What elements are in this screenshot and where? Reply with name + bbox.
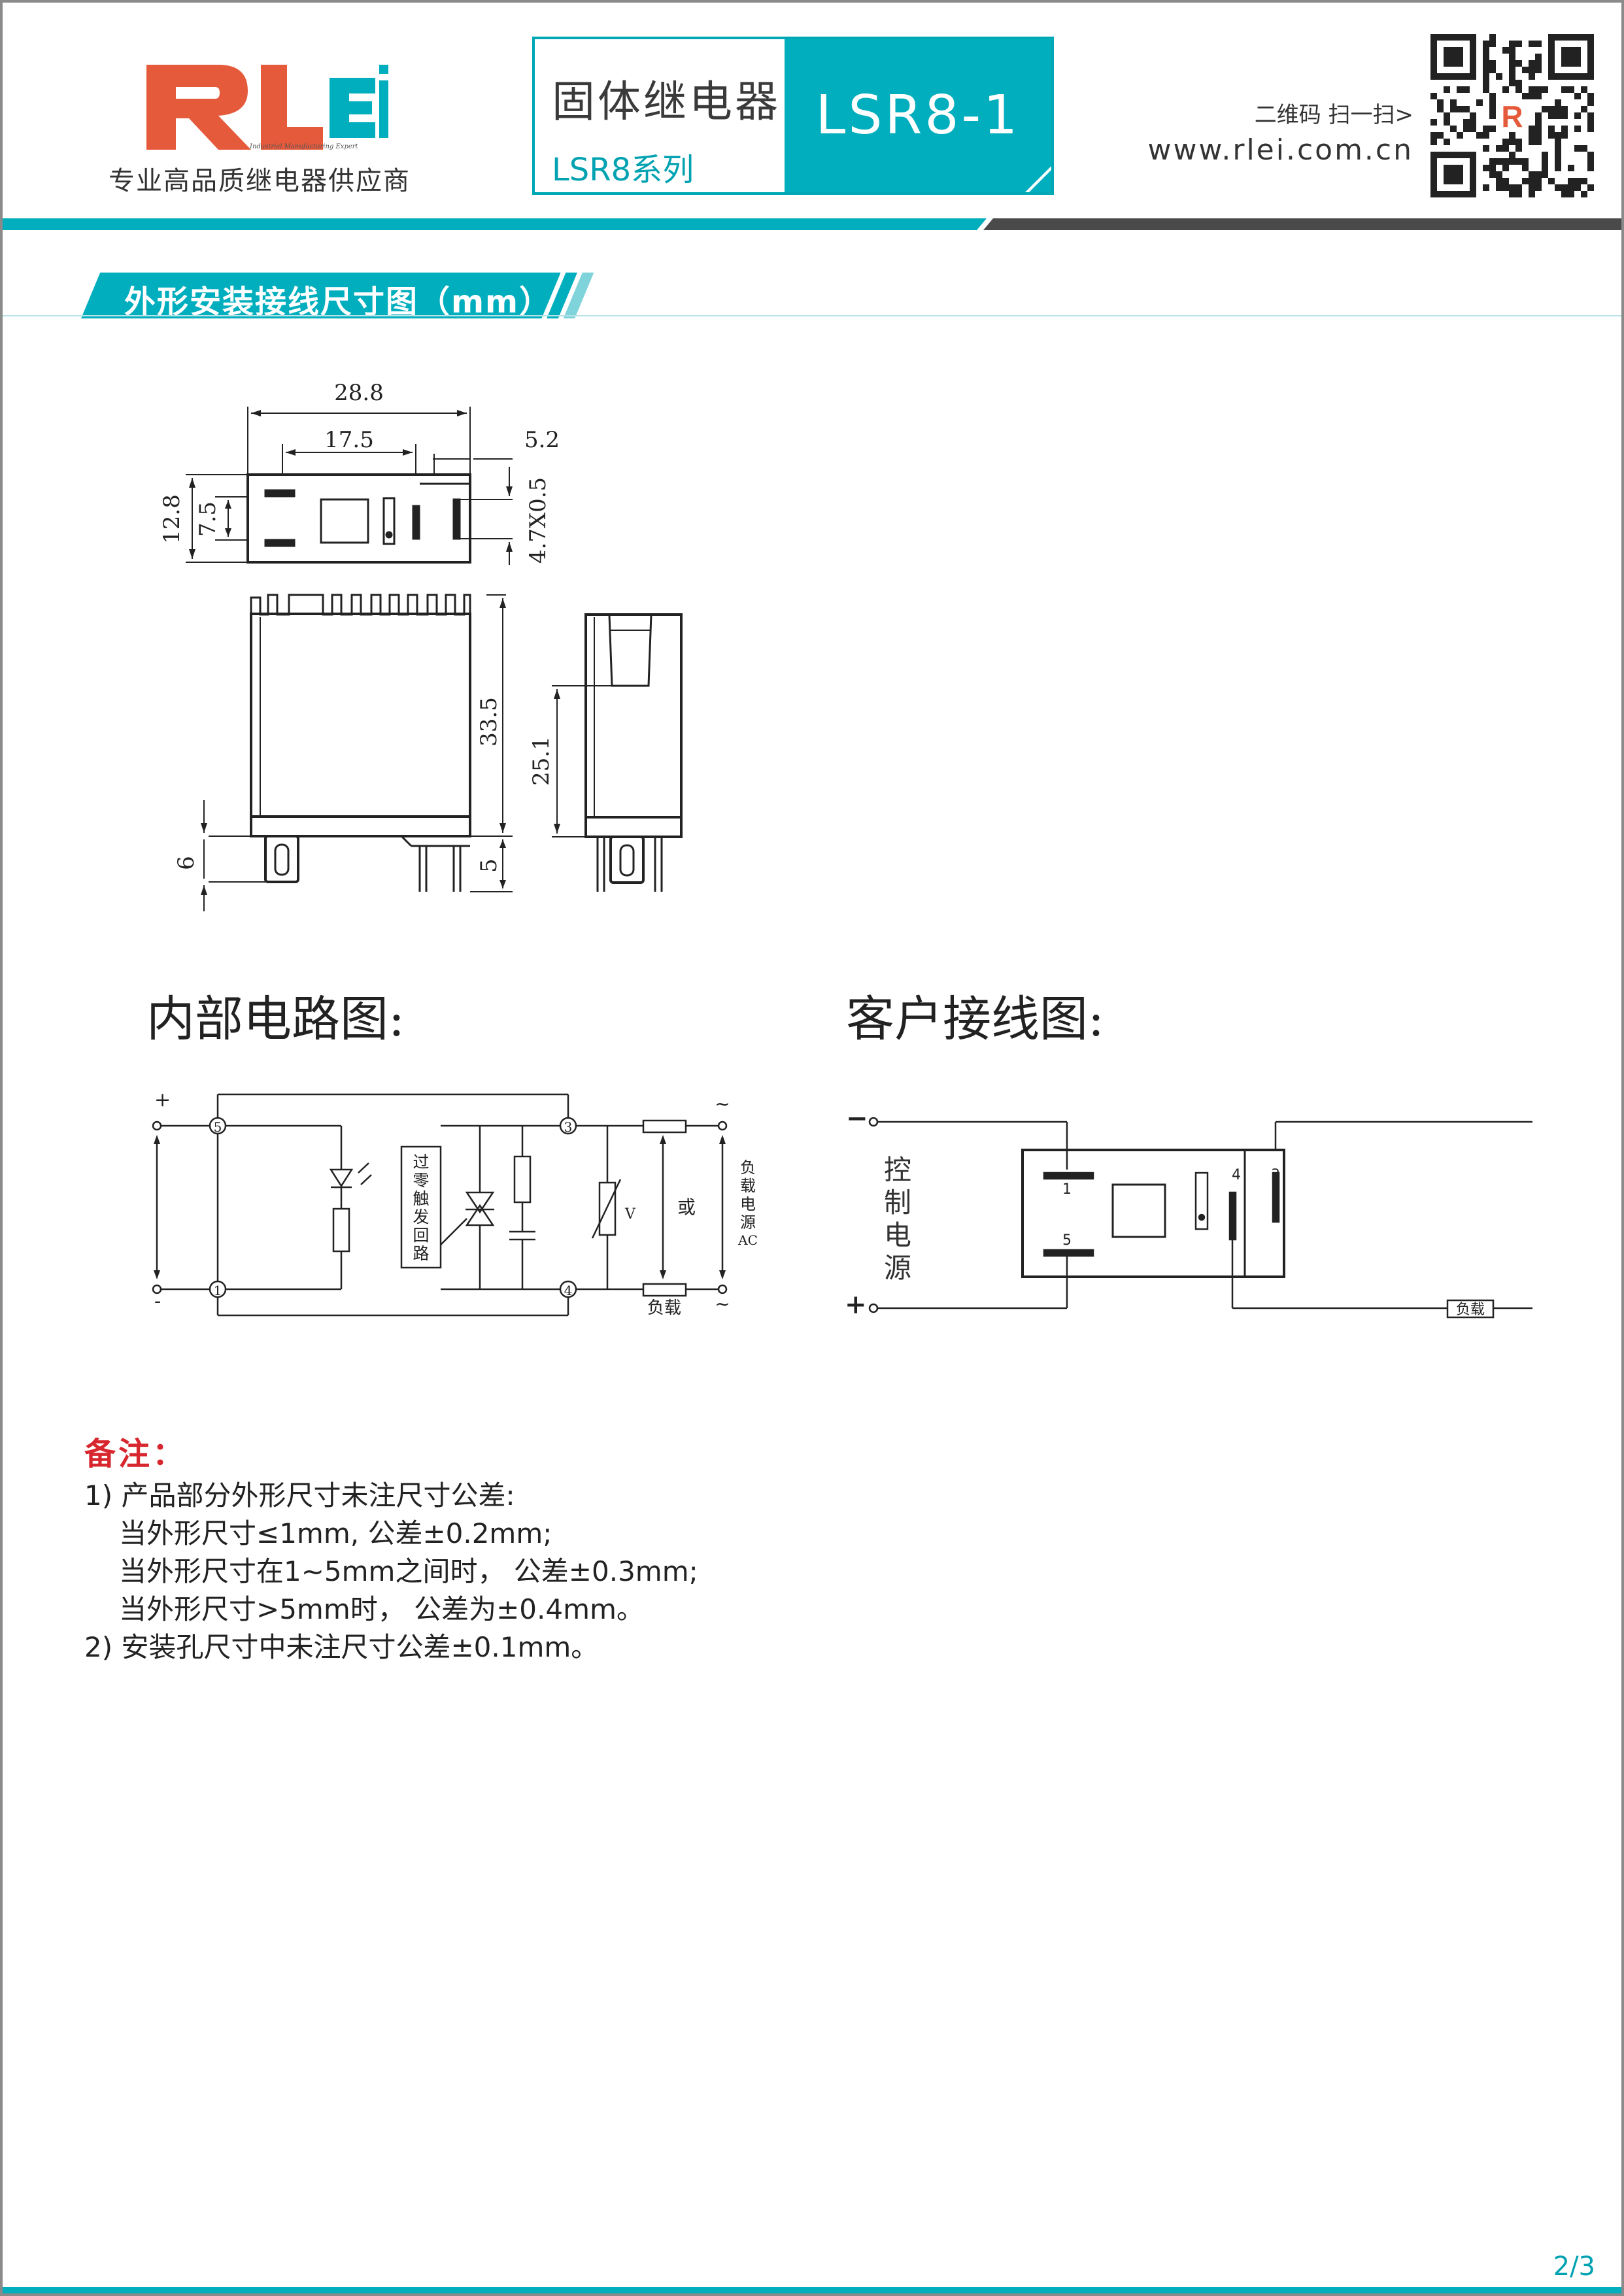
zc-char: 发: [413, 1207, 429, 1226]
note-line-3: 当外形尺寸在1~5mm之间时， 公差±0.3mm;: [119, 1555, 698, 1587]
control-char: 源: [884, 1252, 911, 1284]
brand-subtitle: Industrial Manufacturing Expert: [249, 143, 359, 150]
note-line-5: 2) 安装孔尺寸中未注尺寸公差±0.1mm。: [84, 1631, 599, 1663]
input-plus-label: +: [154, 1089, 171, 1111]
website-link[interactable]: www.rlei.com.cn: [1147, 133, 1413, 167]
dim-height-total: 12.8: [159, 494, 185, 544]
control-plus-label: +: [845, 1289, 867, 1320]
load-source-char: 源: [740, 1213, 756, 1232]
front-view: 33.5 5 6: [173, 594, 513, 911]
product-series: LSR8系列: [552, 152, 694, 188]
qr-caption: 二维码 扫一扫>: [1254, 102, 1413, 128]
ac-top-label: ~: [715, 1093, 730, 1115]
note-line-1: 1) 产品部分外形尺寸未注尺寸公差:: [84, 1479, 515, 1511]
dim-width-right: 5.2: [524, 427, 560, 453]
section-title: 外形安装接线尺寸图（mm）: [124, 284, 552, 320]
internal-circuit: + - 5 1: [152, 1089, 758, 1318]
pin-1-label: 1: [1062, 1181, 1072, 1198]
customer-wiring-title: 客户接线图:: [846, 991, 1104, 1047]
dimension-drawing: 28.8 17.5 5.2 12.8: [146, 380, 1532, 1320]
top-view: 28.8 17.5 5.2 12.8: [159, 380, 560, 565]
load-label: 负载: [647, 1298, 681, 1318]
dim-pin-length: 6: [173, 856, 199, 870]
zc-char: 零: [413, 1171, 429, 1190]
node-5: 5: [214, 1119, 222, 1135]
control-minus-label: −: [846, 1103, 868, 1134]
pin-4-label: 4: [1232, 1167, 1241, 1183]
dim-pin-size: 4.7X0.5: [525, 477, 551, 564]
node-4: 4: [564, 1283, 573, 1298]
section-divider: [3, 315, 1621, 316]
product-model: LSR8-1: [815, 84, 1021, 146]
section-header-banner: [81, 272, 594, 319]
footer-bar: [3, 2287, 1621, 2293]
load-source-char: 电: [740, 1195, 756, 1213]
load-source-char: 载: [740, 1177, 756, 1195]
pin-3-label: 3: [1271, 1167, 1280, 1183]
header-bar: [3, 218, 1621, 230]
qr-code-icon[interactable]: R: [1430, 34, 1594, 197]
dim-width-inner: 17.5: [324, 427, 374, 453]
ac-bottom-label: ~: [715, 1293, 730, 1315]
rlei-logo: Industrial Manufacturing Expert: [146, 65, 388, 150]
product-category: 固体继电器: [552, 76, 781, 127]
node-1: 1: [214, 1283, 222, 1298]
page-number: 2/3: [1553, 2252, 1595, 2282]
customer-wiring: − + 控 制 电 源 1 5 4 3: [845, 1103, 1532, 1320]
zc-char: 路: [413, 1244, 429, 1263]
corner-fold-icon: [1025, 166, 1051, 192]
note-line-4: 当外形尺寸>5mm时， 公差为±0.4mm。: [119, 1593, 644, 1625]
dim-body-height: 33.5: [476, 697, 502, 747]
note-line-2: 当外形尺寸≤1mm, 公差±0.2mm;: [119, 1517, 552, 1549]
pin-5-label: 5: [1062, 1232, 1072, 1249]
dim-height-inner: 7.5: [195, 501, 221, 537]
node-3: 3: [564, 1119, 573, 1135]
zc-char: 过: [413, 1153, 429, 1172]
tagline: 专业高品质继电器供应商: [109, 166, 411, 196]
load-source-char: 负: [740, 1158, 756, 1177]
control-char: 制: [884, 1187, 911, 1219]
notes-title: 备注：: [84, 1436, 187, 1472]
dim-pin-length-right: 5: [476, 858, 502, 873]
svg-text:R: R: [1501, 99, 1523, 133]
zc-char: 回: [413, 1226, 429, 1245]
title-box: 固体继电器 LSR8系列 LSR8-1: [532, 37, 1054, 195]
dim-side-height: 25.1: [528, 736, 554, 786]
dim-width-total: 28.8: [334, 380, 384, 406]
side-view: 25.1: [528, 613, 683, 892]
control-char: 控: [884, 1154, 911, 1186]
control-char: 电: [884, 1219, 911, 1251]
zc-char: 触: [413, 1189, 429, 1208]
input-minus-label: -: [154, 1290, 161, 1313]
or-label: 或: [677, 1196, 696, 1218]
load-box-label: 负载: [1456, 1302, 1485, 1318]
load-source-char: AC: [737, 1232, 758, 1248]
varistor-label: V: [624, 1206, 636, 1223]
internal-circuit-title: 内部电路图:: [146, 991, 405, 1047]
